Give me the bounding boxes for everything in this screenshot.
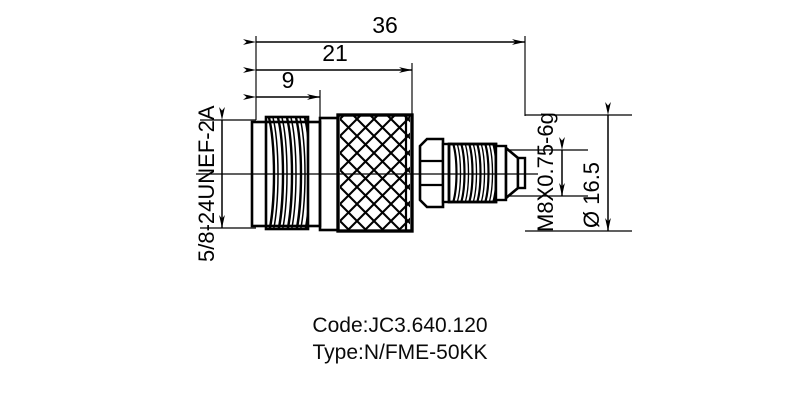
extension-lines (200, 36, 632, 232)
tapered-tip (504, 145, 520, 201)
dimension-label-left-thread: 5/8-24UNEF-2A (194, 105, 219, 262)
dimension-label-diameter: Ø 16.5 (579, 162, 604, 228)
caption-code: Code:JC3.640.120 (312, 314, 488, 337)
knurl-pattern (340, 115, 410, 231)
left-thread-envelope (264, 115, 310, 231)
hex-nut (418, 137, 445, 209)
dimension-line-21: 21 (243, 40, 412, 73)
dimension-label-21: 21 (322, 40, 348, 66)
knurled-body-border (336, 113, 414, 233)
caption-block: Code:JC3.640.120 Type:N/FME-50KK (0, 313, 800, 367)
dimension-line-left-thread: 5/8-24UNEF-2A (194, 105, 225, 262)
dimension-label-36: 36 (372, 12, 398, 38)
dimension-line-diameter: Ø 16.5 (579, 102, 611, 231)
dimension-line-36: 36 (243, 12, 525, 45)
dimension-label-right-thread: M8X0.75-6g (533, 112, 558, 232)
dimension-line-9: 9 (243, 67, 320, 100)
dimension-line-right-thread: M8X0.75-6g (533, 112, 565, 232)
tip-collar (494, 144, 508, 202)
connector-outline (250, 113, 527, 233)
dimension-label-9: 9 (282, 67, 295, 93)
tip-end (516, 156, 527, 190)
caption-type: Type:N/FME-50KK (312, 340, 488, 364)
